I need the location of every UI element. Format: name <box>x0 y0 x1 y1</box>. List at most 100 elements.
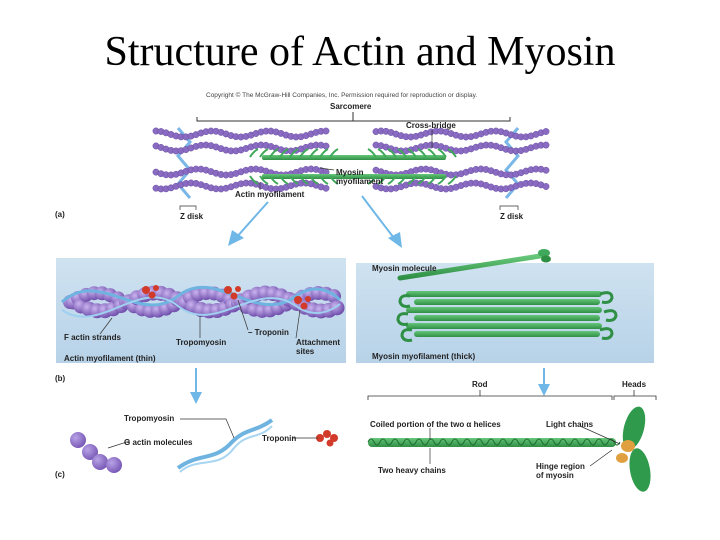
caption-actin-thin: Actin myofilament (thin) <box>64 354 156 363</box>
thick-filament-strand <box>414 331 600 337</box>
cross-bridge <box>417 148 427 158</box>
cross-bridge <box>319 175 329 185</box>
thick-filament-strand <box>406 323 602 329</box>
cross-bridge-heads <box>249 148 457 185</box>
f-actin-bead-front <box>329 300 345 316</box>
cross-bridge <box>279 148 289 158</box>
label-tropomyosin-b: Tropomyosin <box>176 338 227 347</box>
cross-bridge <box>427 148 437 158</box>
label-f-actin-strands: F actin strands <box>64 333 121 342</box>
label-z-disk-left: Z disk <box>180 212 204 221</box>
cross-bridge <box>397 175 407 185</box>
cross-bridge <box>269 175 279 185</box>
arrow-to-myosin-panel <box>361 195 402 248</box>
myosin-heads <box>616 406 651 492</box>
cross-bridge <box>309 175 319 185</box>
label-myosin-line1: Myosin <box>336 168 364 177</box>
thick-filament-head-left <box>398 294 411 308</box>
cross-bridge <box>387 148 397 158</box>
label-cross-bridge: Cross-bridge <box>406 121 456 130</box>
myosin-thick-filament <box>396 291 618 342</box>
cross-bridge <box>367 175 377 185</box>
label-hinge-line2: of myosin <box>536 471 574 480</box>
label-myosin-myofilament: Myosin myofilament <box>336 168 383 186</box>
cross-bridge <box>309 148 319 158</box>
cross-bridge <box>447 148 457 158</box>
myosin-rod-coiled <box>367 438 621 447</box>
caption-myosin-thick: Myosin myofilament (thick) <box>372 352 476 361</box>
label-sarcomere: Sarcomere <box>330 102 372 111</box>
label-tropomyosin-c: Tropomyosin <box>124 414 175 423</box>
cross-bridge <box>367 148 377 158</box>
cross-bridge <box>299 148 309 158</box>
g-actin-molecules <box>70 432 122 473</box>
cross-bridge <box>397 148 407 158</box>
cross-bridge <box>377 175 387 185</box>
arrow-to-actin-panel <box>228 201 269 246</box>
actin-bead <box>322 142 330 150</box>
thick-filament-strand <box>414 299 600 305</box>
cross-bridge <box>319 148 329 158</box>
rod-heads-brackets <box>367 390 657 400</box>
label-myosin-molecule: Myosin molecule <box>372 264 437 273</box>
panel-b-left-leader-lines <box>99 299 301 339</box>
cross-bridge <box>259 175 269 185</box>
troponin-complex-c <box>316 430 338 447</box>
thick-filament-head-right <box>599 327 614 340</box>
thick-filament-head-right <box>603 309 618 322</box>
cross-bridge <box>269 148 279 158</box>
label-attachment-line1: Attachment <box>296 338 341 347</box>
thick-filament-head-right <box>599 291 614 304</box>
label-myosin-line2: myofilament <box>336 177 384 186</box>
cross-bridge <box>289 175 299 185</box>
label-rod: Rod <box>472 380 488 389</box>
cross-bridge <box>329 175 339 185</box>
f-actin-double-helix <box>63 285 345 319</box>
actin-bead <box>542 128 550 135</box>
slide-title: Structure of Actin and Myosin <box>104 29 616 75</box>
label-troponin-b-text: Troponin <box>254 328 289 337</box>
cross-bridge <box>417 175 427 185</box>
label-attachment-line2: sites <box>296 347 315 356</box>
label-coiled-portion: Coiled portion of the two α helices <box>370 420 501 429</box>
sarcomere-bracket <box>196 112 511 122</box>
tropomyosin-strand-c <box>176 418 274 473</box>
label-z-disk-right: Z disk <box>500 212 524 221</box>
label-troponin-b: – Troponin <box>248 328 289 337</box>
label-heads: Heads <box>622 380 647 389</box>
part-label-c: (c) <box>55 470 65 479</box>
cross-bridge <box>407 148 417 158</box>
label-attachment-sites: Attachment sites <box>296 338 340 356</box>
copyright-notice: Copyright © The McGraw-Hill Companies, I… <box>206 92 478 99</box>
thick-filament-strand <box>414 315 600 321</box>
thick-filament-head-left <box>400 328 413 342</box>
arrow-to-myosin-detail <box>538 368 550 396</box>
cross-bridge <box>329 148 339 158</box>
part-label-a: (a) <box>55 210 65 219</box>
label-light-chains: Light chains <box>546 420 594 429</box>
cross-bridge <box>259 148 269 158</box>
actin-bead <box>322 127 330 135</box>
actin-bead <box>542 141 550 149</box>
label-g-actin-molecules: G actin molecules <box>124 438 193 447</box>
panel-c-right-leader-lines <box>429 425 621 467</box>
cross-bridge <box>447 175 457 185</box>
tropomyosin-strand-b <box>61 285 342 318</box>
thick-filament-strand <box>406 307 602 313</box>
actin-bead <box>322 184 330 192</box>
cross-bridge <box>377 148 387 158</box>
actin-bead <box>542 183 550 190</box>
cross-bridge <box>437 148 447 158</box>
cross-bridge <box>249 175 259 185</box>
cross-bridge <box>279 175 289 185</box>
cross-bridge <box>249 148 259 158</box>
label-actin-myofilament: Actin myofilament <box>235 190 305 199</box>
actin-myofilament-beads <box>152 127 550 193</box>
thick-filament-head-left <box>396 312 409 326</box>
panel-c-left-leader-lines <box>107 418 318 449</box>
actin-bead <box>542 166 550 174</box>
cross-bridge <box>299 175 309 185</box>
cross-bridge <box>407 175 417 185</box>
thick-filament-strand <box>406 291 602 297</box>
